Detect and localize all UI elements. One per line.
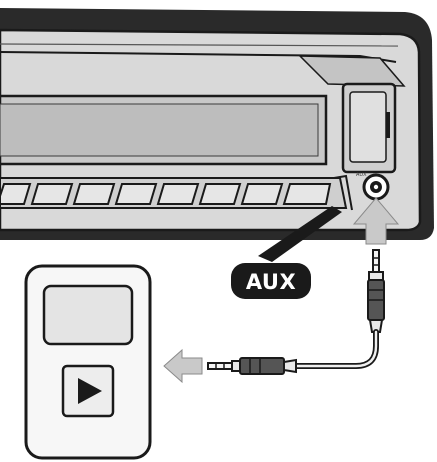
preset-button [0, 183, 32, 205]
preset-button [240, 183, 284, 205]
faceplate-diagonal-bevel [298, 55, 406, 87]
preset-button [282, 183, 332, 205]
display-inner [0, 103, 319, 157]
player-screen [42, 284, 134, 346]
jack-bezel-edge [333, 174, 353, 211]
preset-button [156, 183, 200, 205]
bevel-line [0, 43, 399, 47]
aux-cable [293, 329, 379, 369]
player-side-plug [207, 357, 297, 375]
preset-button [198, 183, 242, 205]
release-button-inner [349, 91, 387, 163]
plug-in-arrow-icon [163, 348, 203, 384]
preset-button [72, 183, 116, 205]
stereo-side-plug [367, 249, 385, 333]
faceplate-top-bevel [0, 51, 397, 63]
aux-label-text: AUX [246, 270, 296, 294]
preset-button [114, 183, 158, 205]
insert-arrow-icon [352, 197, 400, 245]
aux-label-badge [231, 263, 311, 299]
preset-button [30, 183, 74, 205]
preset-buttons [0, 183, 332, 205]
aux-callout: AUX [231, 206, 342, 299]
release-button-slot [386, 112, 390, 138]
callout-leader [258, 206, 342, 262]
aux-input-jack [362, 173, 390, 201]
portable-audio-player [24, 264, 152, 460]
play-icon [78, 378, 102, 404]
car-stereo-unit: AUX [0, 8, 434, 240]
jack-label: AUX [356, 172, 367, 178]
aux-cable-highlight [294, 330, 378, 368]
